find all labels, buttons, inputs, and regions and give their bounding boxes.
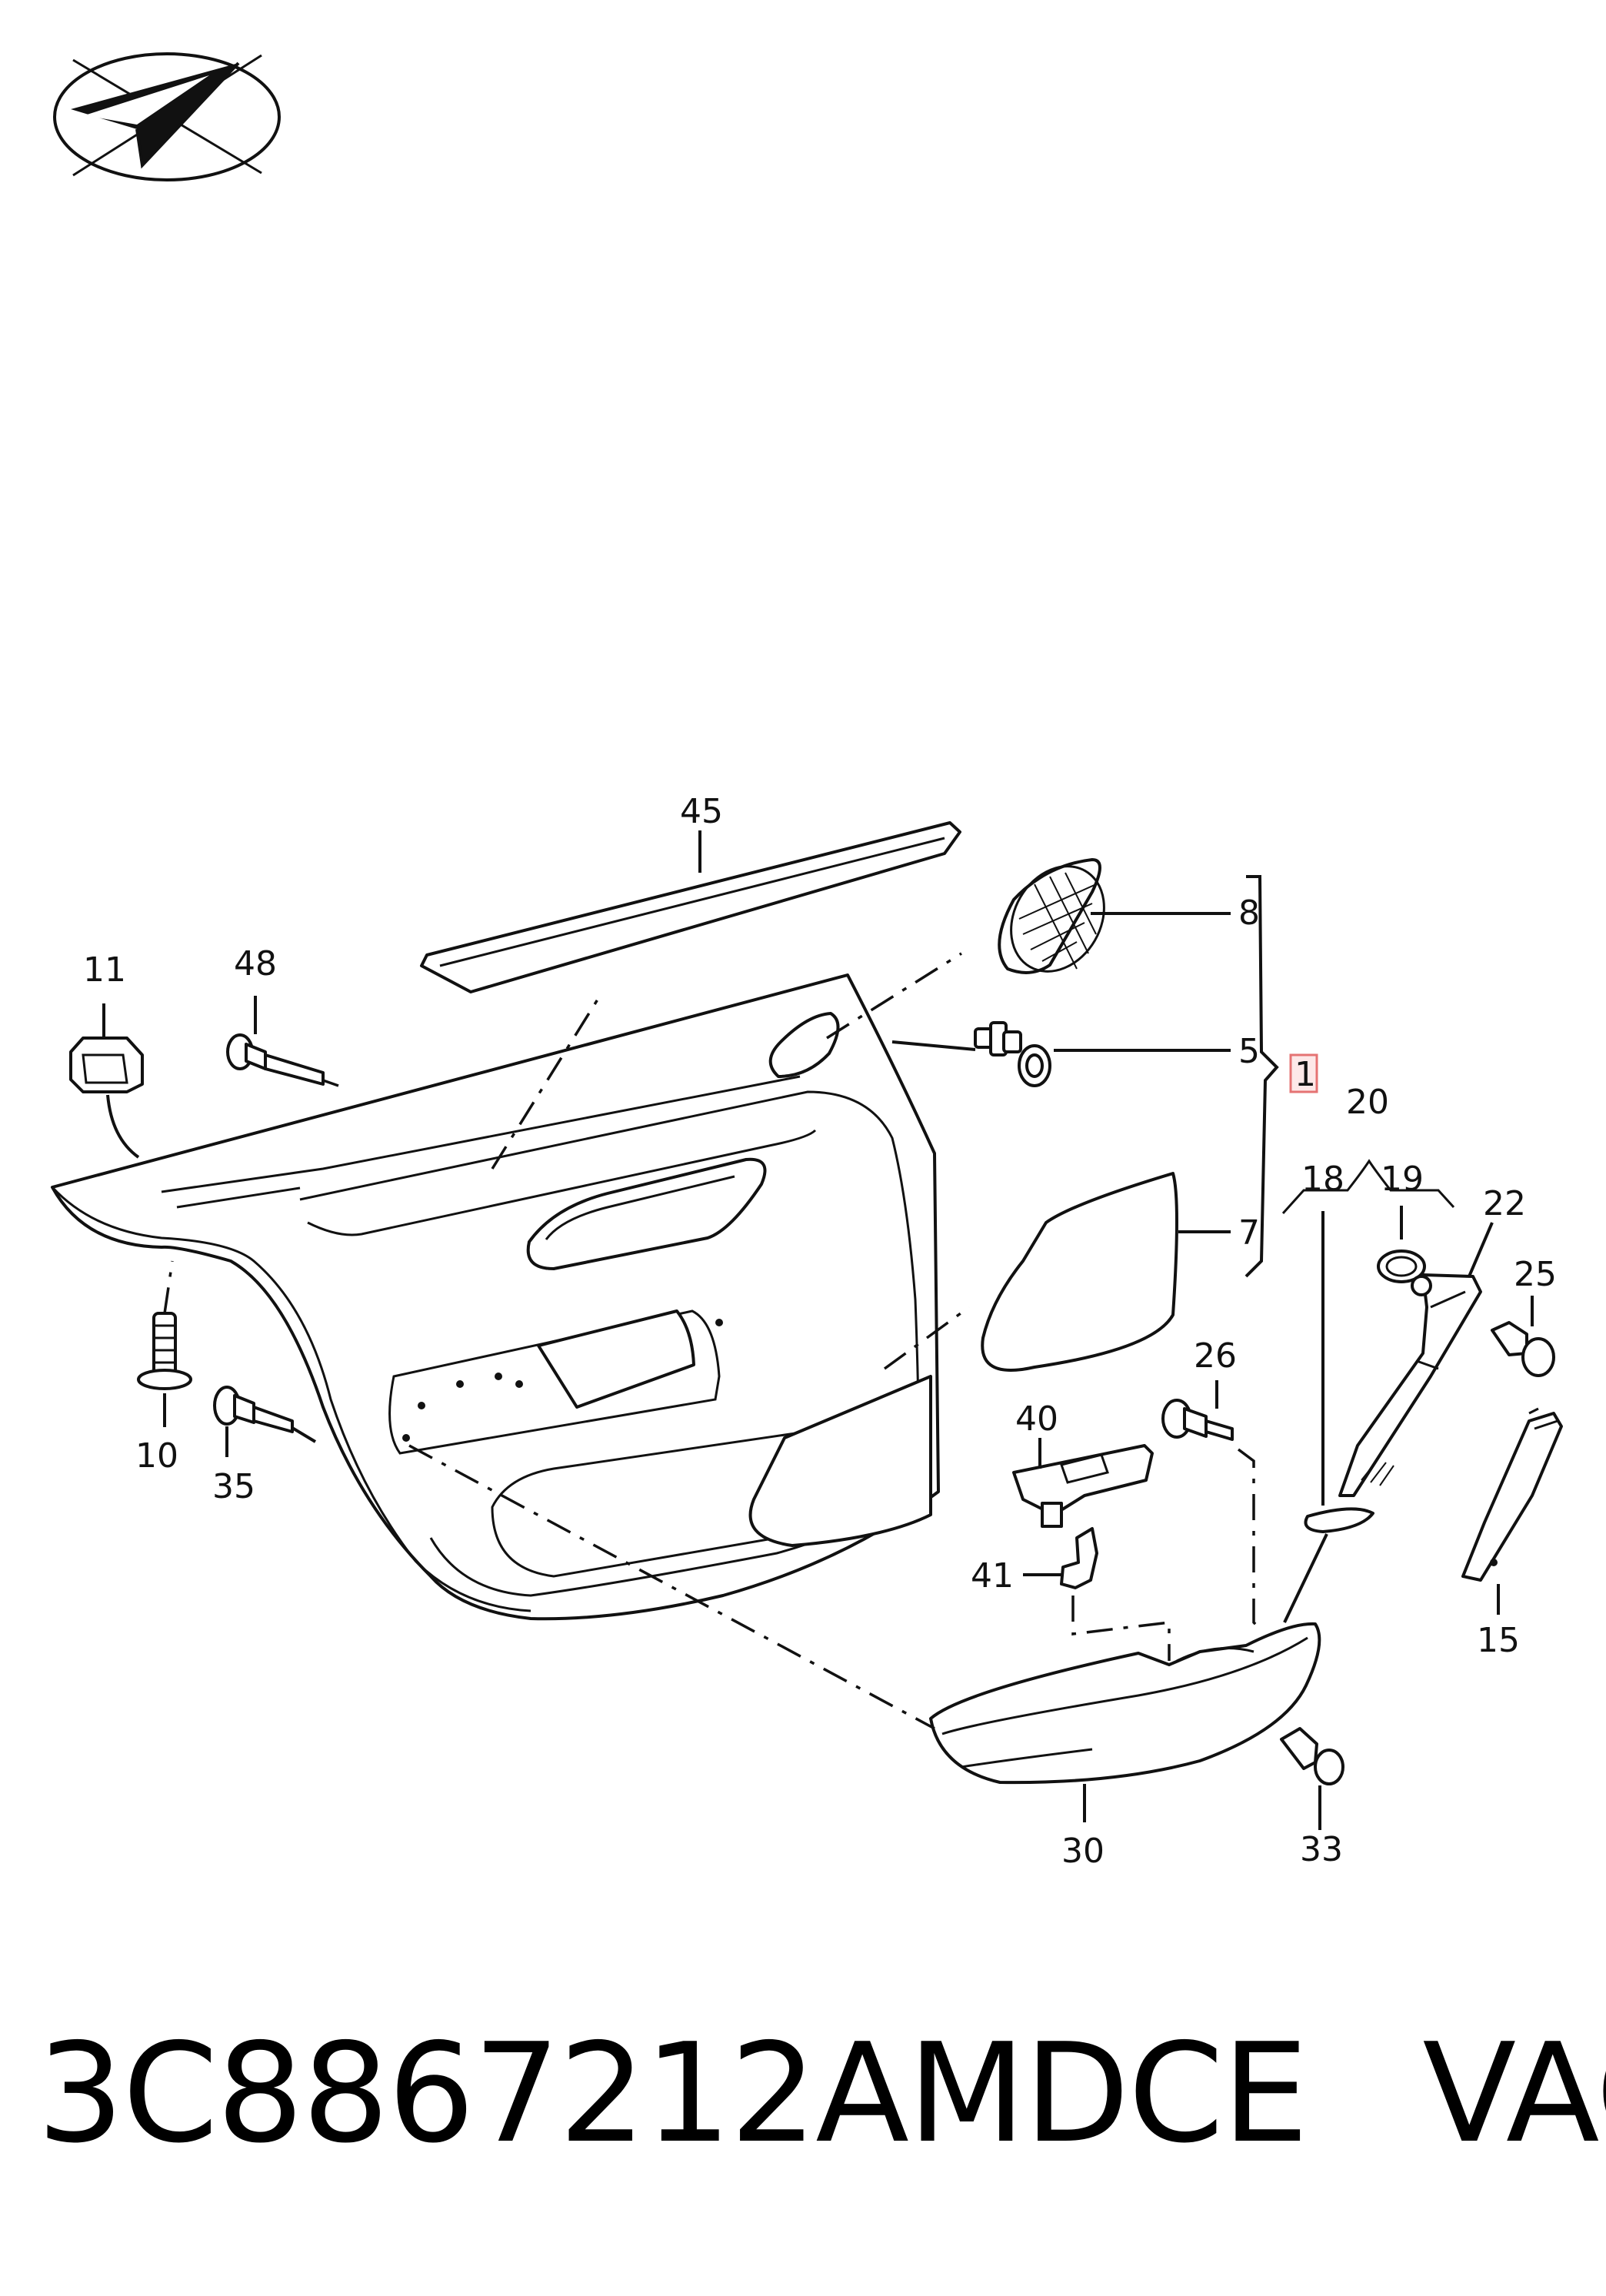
callout-1-highlighted: 1 <box>1289 1053 1318 1094</box>
callout-26: 26 <box>1194 1336 1237 1376</box>
brand-name: VAG <box>1422 2014 1606 2173</box>
callout-33: 33 <box>1300 1830 1343 1869</box>
callout-15: 15 <box>1477 1621 1520 1660</box>
part-8-speaker-grille <box>998 858 1231 974</box>
part-15-trim-strip <box>1461 1407 1563 1615</box>
part-18-seal <box>1283 1211 1374 1623</box>
leader-lines <box>491 875 1279 1370</box>
callout-41: 41 <box>971 1556 1014 1596</box>
callout-8: 8 <box>1238 893 1260 933</box>
callout-35: 35 <box>212 1467 255 1506</box>
callout-10: 10 <box>135 1436 178 1476</box>
callout-22: 22 <box>1483 1184 1526 1223</box>
callout-40: 40 <box>1015 1399 1058 1439</box>
group-20-bracket <box>1281 1159 1455 1215</box>
part-33-screw <box>1280 1727 1344 1830</box>
part-11-retainer-clip <box>69 1003 144 1159</box>
paper-plane-check-logo <box>53 52 281 181</box>
callout-5: 5 <box>1238 1032 1260 1071</box>
callout-19: 19 <box>1381 1160 1424 1199</box>
part-22-lock-rod <box>1338 1222 1494 1497</box>
door-trim-panel <box>51 973 940 1621</box>
part-30-armrest <box>408 1444 1321 1822</box>
callout-25: 25 <box>1514 1255 1557 1294</box>
part-19-ring <box>1377 1206 1426 1283</box>
callout-45: 45 <box>680 792 723 831</box>
callout-7: 7 <box>1238 1213 1260 1253</box>
part-48-screw <box>226 996 339 1087</box>
part-25-screw <box>1491 1296 1555 1377</box>
callout-48: 48 <box>234 944 277 983</box>
callout-18: 18 <box>1301 1160 1344 1199</box>
callout-20: 20 <box>1346 1083 1389 1122</box>
caption: 3C8867212AMDCE VAG <box>37 2013 1606 2175</box>
svg-text:1: 1 <box>1294 1055 1316 1094</box>
part-number: 3C8867212AMDCE <box>37 2014 1308 2173</box>
callout-labels: 45 8 5 1 7 11 48 20 18 19 22 25 26 40 41… <box>83 792 1557 1871</box>
part-41-bracket <box>1023 1527 1171 1661</box>
part-10-push-pin <box>137 1260 192 1427</box>
callout-30: 30 <box>1061 1832 1105 1871</box>
part-5-clip <box>891 1021 1231 1087</box>
part-26-screw <box>1161 1380 1263 1632</box>
callout-11: 11 <box>83 950 126 990</box>
part-40-window-switch-housing <box>1012 1438 1154 1528</box>
part-35-screw <box>213 1386 317 1457</box>
part-45-upper-trim-strip <box>420 821 961 993</box>
part-7-insert-panel <box>981 1172 1231 1372</box>
